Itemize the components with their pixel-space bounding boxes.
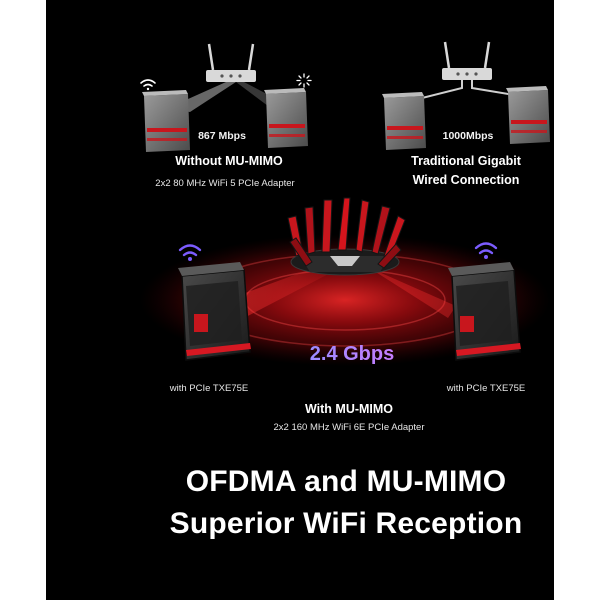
left-pc-label: with PCIe TXE75E: [169, 383, 249, 394]
beam-to-left-pc: [226, 262, 340, 320]
pc-tower-top-left-1: [142, 90, 190, 152]
beam-to-right-pc: [360, 262, 456, 318]
mimo-adapter: 2x2 160 MHz WiFi 6E PCIe Adapter: [273, 422, 425, 433]
wifi-icon-left: [178, 244, 202, 261]
pc-tower-top-right-2: [506, 86, 550, 144]
headline-line1: OFDMA and MU-MIMO: [185, 465, 507, 498]
pc-tower-top-right-1: [382, 92, 426, 150]
wired-speed: 1000Mbps: [442, 130, 494, 142]
gaming-pc-left: [178, 262, 251, 361]
loading-icon: [296, 73, 312, 88]
right-pc-label: with PCIe TXE75E: [446, 383, 526, 394]
headline-line2: Superior WiFi Reception: [169, 507, 523, 540]
without-mimo-title: Without MU-MIMO: [175, 154, 283, 168]
mimo-title: With MU-MIMO: [304, 402, 394, 416]
without-mimo-adapter: 2x2 80 MHz WiFi 5 PCIe Adapter: [155, 178, 295, 189]
wired-title-line2: Wired Connection: [412, 173, 520, 187]
wired-title-line1: Traditional Gigabit: [411, 154, 521, 168]
gaming-router: [287, 197, 406, 276]
pc-tower-top-left-2: [264, 88, 308, 148]
wifi-router-top-left: [206, 43, 256, 82]
gaming-pc-right: [448, 262, 521, 361]
without-mimo-speed: 867 Mbps: [198, 130, 246, 142]
wifi-icon: [140, 79, 156, 91]
wifi-icon-right: [474, 242, 498, 259]
wired-router-top-right: [442, 41, 492, 80]
mimo-speed: 2.4 Gbps: [309, 343, 395, 365]
